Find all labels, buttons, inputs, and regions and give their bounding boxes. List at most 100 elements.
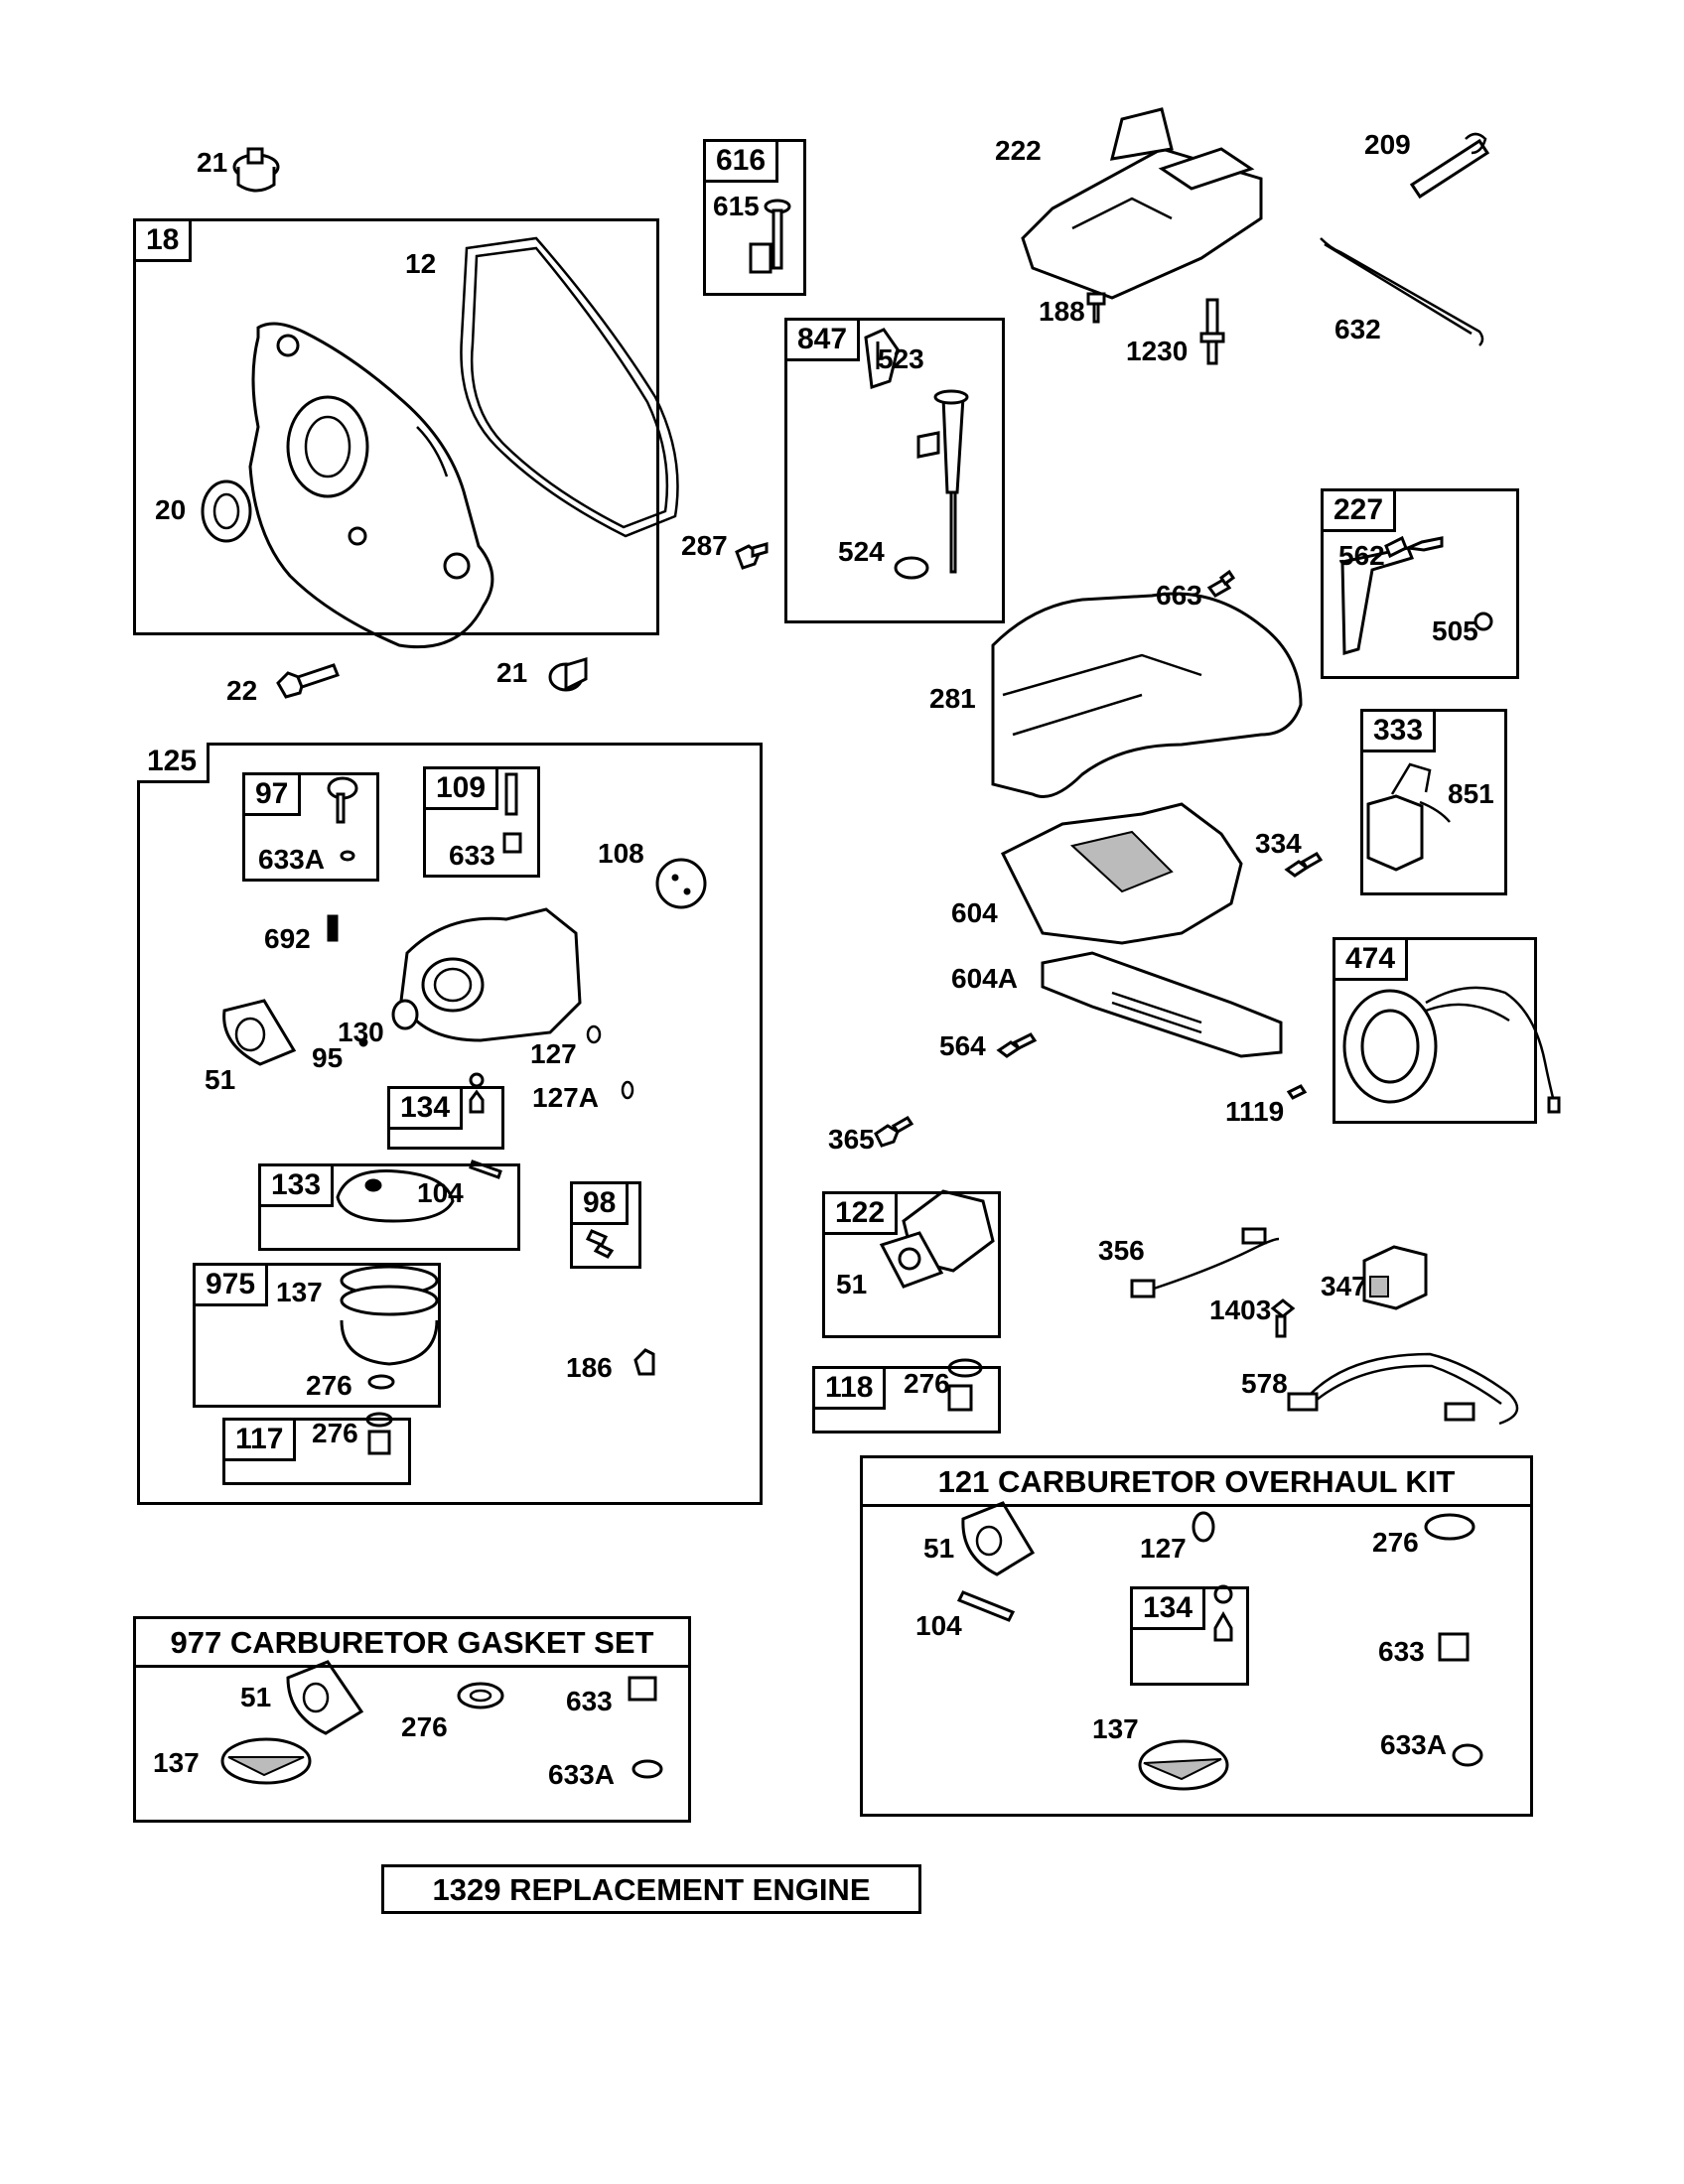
box-125-tag-holder: 125 bbox=[137, 743, 210, 790]
replacement-engine-title: 1329 REPLACEMENT ENGINE bbox=[432, 1871, 871, 1907]
tag-847: 847 bbox=[787, 321, 861, 361]
box-122: 122 bbox=[822, 1191, 1001, 1338]
callout-137: 137 bbox=[276, 1277, 323, 1307]
grommet-524-part bbox=[894, 556, 929, 580]
callout-51-122: 51 bbox=[836, 1269, 868, 1299]
plug-118-part bbox=[947, 1358, 983, 1412]
kit121-callout-633: 633 bbox=[1378, 1636, 1425, 1667]
callout-632: 632 bbox=[1334, 314, 1381, 344]
tag-98: 98 bbox=[573, 1184, 630, 1225]
callout-692: 692 bbox=[264, 923, 311, 954]
tag-474: 474 bbox=[1335, 940, 1409, 981]
callout-1403: 1403 bbox=[1209, 1295, 1272, 1325]
tag-134: 134 bbox=[390, 1089, 464, 1130]
stud-1230-part bbox=[1199, 298, 1225, 365]
callout-615: 615 bbox=[713, 191, 760, 221]
callout-562: 562 bbox=[1338, 540, 1385, 571]
air-guide-part bbox=[1000, 802, 1243, 945]
screw-188-part bbox=[1086, 292, 1106, 324]
tag-333: 333 bbox=[1363, 712, 1437, 752]
callout-851: 851 bbox=[1448, 778, 1494, 809]
crankcase-cover-part bbox=[248, 322, 494, 649]
overhaul-kit-parts bbox=[956, 1501, 1483, 1791]
callout-334: 334 bbox=[1255, 828, 1302, 859]
brake-lever-part bbox=[1340, 535, 1493, 655]
screw-1403-part bbox=[1270, 1298, 1296, 1338]
box-97: 97 bbox=[242, 772, 379, 882]
carb-adapter-122-part bbox=[879, 1189, 995, 1289]
tag-122: 122 bbox=[825, 1194, 899, 1235]
governor-link-part bbox=[1320, 237, 1484, 346]
kit977-callout-276: 276 bbox=[401, 1711, 448, 1742]
callout-95: 95 bbox=[312, 1042, 344, 1073]
gasket-set-title: 977 CARBURETOR GASKET SET bbox=[136, 1619, 688, 1668]
tag-616: 616 bbox=[706, 142, 779, 183]
callout-564: 564 bbox=[939, 1030, 986, 1061]
control-bracket-part bbox=[1021, 107, 1263, 300]
replacement-engine-box: 1329 REPLACEMENT ENGINE bbox=[381, 1864, 921, 1914]
callout-663: 663 bbox=[1156, 580, 1202, 611]
overhaul-kit-box: 121 CARBURETOR OVERHAUL KIT bbox=[860, 1455, 1533, 1817]
overhaul-kit-title: 121 CARBURETOR OVERHAUL KIT bbox=[863, 1458, 1530, 1507]
wire-356-part bbox=[1130, 1227, 1280, 1298]
callout-633: 633 bbox=[449, 840, 495, 871]
callout-22: 22 bbox=[226, 675, 258, 706]
callout-276: 276 bbox=[306, 1370, 352, 1401]
tag-125: 125 bbox=[137, 743, 210, 783]
kit977-callout-633: 633 bbox=[566, 1686, 613, 1716]
alternator-stator-part bbox=[1342, 986, 1561, 1114]
box-616: 616 bbox=[703, 139, 806, 296]
wiring-harness-part bbox=[1287, 1352, 1519, 1426]
ignition-module-part bbox=[1366, 762, 1451, 872]
tag-133: 133 bbox=[261, 1166, 335, 1207]
screw-1119-part bbox=[1286, 1084, 1308, 1100]
callout-505: 505 bbox=[1432, 615, 1478, 646]
gasket-set-box: 977 CARBURETOR GASKET SET bbox=[133, 1616, 691, 1823]
callout-130: 130 bbox=[338, 1017, 384, 1047]
kit121-callout-127: 127 bbox=[1140, 1533, 1187, 1564]
callout-51: 51 bbox=[205, 1064, 236, 1095]
callout-604A: 604A bbox=[951, 963, 1018, 994]
kit977-callout-51: 51 bbox=[240, 1682, 272, 1712]
tag-kit-134: 134 bbox=[1133, 1589, 1206, 1630]
callout-20: 20 bbox=[155, 494, 187, 525]
box-118: 118 bbox=[812, 1366, 1001, 1433]
gasket-set-parts bbox=[220, 1660, 663, 1785]
box-125 bbox=[137, 743, 763, 1505]
callout-633A: 633A bbox=[258, 844, 325, 875]
plug-21-top-part bbox=[232, 147, 280, 193]
kit121-callout-137: 137 bbox=[1092, 1713, 1139, 1744]
callout-1230: 1230 bbox=[1126, 336, 1189, 366]
callout-127: 127 bbox=[530, 1038, 577, 1069]
bolt-22-part bbox=[276, 663, 340, 699]
tag-97: 97 bbox=[245, 775, 302, 816]
box-109: 109 bbox=[423, 766, 540, 878]
callout-347: 347 bbox=[1321, 1271, 1367, 1301]
callout-276-118: 276 bbox=[904, 1368, 950, 1399]
callout-188: 188 bbox=[1039, 296, 1085, 327]
screw-365-part bbox=[874, 1116, 914, 1148]
screw-287-part bbox=[735, 542, 769, 570]
callout-108: 108 bbox=[598, 838, 644, 869]
box-227: 227 bbox=[1321, 488, 1519, 679]
callout-578: 578 bbox=[1241, 1368, 1288, 1399]
screw-564-part bbox=[996, 1032, 1038, 1058]
kit121-callout-104: 104 bbox=[915, 1610, 962, 1641]
box-474: 474 bbox=[1333, 937, 1537, 1124]
dipstick-tube-part bbox=[864, 328, 969, 574]
box-134: 134 bbox=[387, 1086, 504, 1150]
callout-209: 209 bbox=[1364, 129, 1411, 160]
kit121-callout-51: 51 bbox=[923, 1533, 955, 1564]
tag-117: 117 bbox=[225, 1421, 297, 1461]
blower-housing-part bbox=[991, 592, 1303, 798]
kit977-callout-137: 137 bbox=[153, 1747, 200, 1778]
box-117: 117 bbox=[222, 1418, 411, 1485]
callout-523: 523 bbox=[878, 343, 924, 374]
callout-524: 524 bbox=[838, 536, 885, 567]
cover-gasket-part bbox=[460, 236, 679, 538]
callout-1119: 1119 bbox=[1225, 1096, 1285, 1127]
tag-975: 975 bbox=[196, 1266, 269, 1306]
callout-21-top: 21 bbox=[197, 147, 228, 178]
callout-604: 604 bbox=[951, 897, 998, 928]
